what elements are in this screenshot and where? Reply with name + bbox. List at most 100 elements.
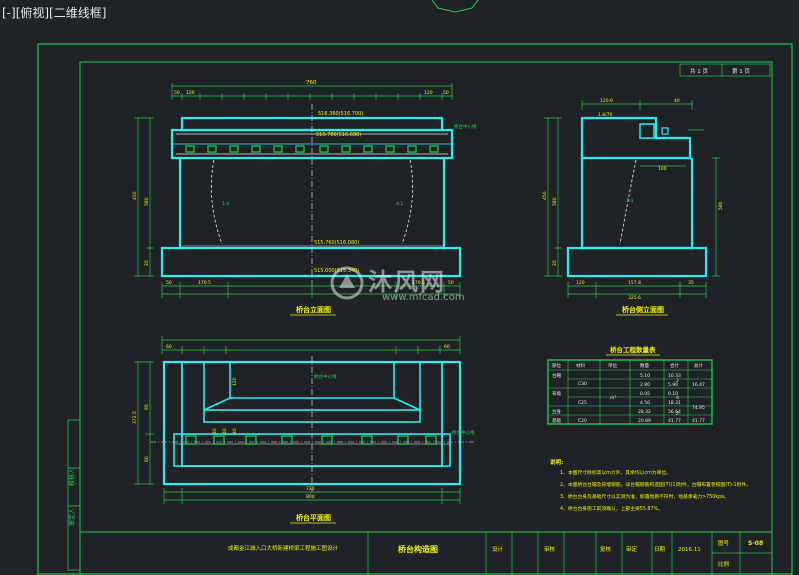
- front-slope-left: 1:4: [222, 201, 229, 207]
- plan-inner-dim-1: 40: [212, 428, 218, 434]
- front-bottom-dim-7: 170.5: [412, 280, 425, 286]
- front-top-part-12: 50: [443, 90, 449, 96]
- td-3-1: C25: [578, 400, 587, 406]
- quantity-table[interactable]: 桥台工程数量表 部位 材料 单位 数量 合计 总计 台帽 C30 5.10 10…: [547, 345, 713, 425]
- side-cap: [580, 116, 692, 160]
- front-top-part-1: 120: [186, 90, 195, 96]
- tb-cell-6: 图号: [718, 539, 730, 547]
- td-5-0: 基础: [552, 417, 561, 424]
- td-5-5: 41.77: [668, 418, 681, 424]
- front-elev3: 515.760(516.080): [314, 240, 359, 246]
- front-left-dim-0: 450: [132, 191, 138, 200]
- th-5: 总计: [694, 362, 703, 369]
- td-4-3: 28.32: [638, 409, 651, 415]
- sheet-number-box: 共 1 页 第 1 页: [679, 63, 771, 77]
- plan-center-label: 桥台中心线: [314, 373, 337, 380]
- side-bottom-total: 325.6: [628, 295, 641, 301]
- subtotal-1: 74.95: [692, 405, 705, 411]
- td-5-4: 2: [676, 411, 679, 417]
- tb-cell-7: S-08: [748, 540, 763, 547]
- front-slope-right: 4:1: [396, 201, 403, 207]
- side-bottom-dim-2: 35: [688, 280, 694, 286]
- plan-bearing-pads: [185, 435, 437, 445]
- td-3-5: 18.31: [668, 400, 681, 406]
- side-bottom-dim-0: 120: [576, 280, 585, 286]
- note-3: 3、桥台台身及基础尺寸以实测为准，如遇地质不符时，地基承载力>750kpa。: [560, 493, 729, 500]
- front-elev4: 515.000(515.340): [314, 268, 359, 274]
- plan-top-part-12: 60: [444, 344, 450, 350]
- plan-inner-dim-0: 120: [232, 377, 238, 386]
- page-number: 第 1 页: [732, 67, 750, 75]
- tb-cell-0: 设计: [492, 545, 504, 553]
- note-2: 2、本图桥台台帽及背墙钢筋，详台帽钢筋构造图(T)(1)附件，台帽布置参照图(T…: [560, 481, 751, 488]
- side-inner-dim: 100: [658, 166, 667, 172]
- front-footing: [160, 246, 462, 278]
- front-view-title: 桥台立面图: [296, 305, 331, 314]
- front-bottom-dim-8: 50: [448, 280, 454, 286]
- tb-cell-8: 比例: [718, 560, 730, 568]
- plan-view-title: 桥台平面图: [296, 513, 331, 522]
- plan-left-dim-0: 372.5: [132, 411, 138, 424]
- tb-cell-1: 审核: [544, 545, 556, 553]
- note-4: 4、桥台台身施工前须确认，上部主梁55.87%。: [560, 505, 663, 512]
- th-1: 材料: [576, 362, 585, 369]
- side-left-dim-2: 20: [552, 260, 558, 266]
- th-4: 合计: [670, 362, 679, 369]
- td-0-1: C30: [578, 381, 587, 387]
- td-2-0: 背墙: [552, 390, 561, 397]
- subtotal-2: 41.77: [692, 418, 705, 424]
- td-1-3: 2.80: [640, 382, 650, 388]
- tb-cell-3: 审定: [626, 545, 638, 553]
- th-2: 单位: [608, 362, 617, 369]
- side-bottom-dim-1: 157.8: [628, 280, 641, 286]
- front-top-part-0: 50: [174, 90, 180, 96]
- front-left-dim-1: 580: [144, 197, 150, 206]
- plan-inner-dim-2: 40: [222, 428, 228, 434]
- plan-bottom-total: 800: [306, 494, 315, 500]
- td-0-2: m³: [610, 395, 616, 401]
- viewport-label[interactable]: [-][俯视][二维线框]: [2, 6, 107, 20]
- td-3-4: 4: [676, 395, 679, 401]
- note-1: 1、本图尺寸除标高以m计外，其余均以cm为单位。: [560, 469, 671, 476]
- side-view-title: 桥台侧立面图: [622, 305, 664, 314]
- plan-top-part-0: 60: [166, 344, 172, 350]
- side-label-1: 校核人: [68, 468, 76, 486]
- subtotal-0: 16.47: [692, 382, 705, 388]
- side-view[interactable]: 120.6 40 1.8/70 100 1:4 450 580 20 580 1…: [542, 98, 724, 316]
- front-bottom-dim-1: 170.5: [198, 280, 211, 286]
- td-4-5: 56.64: [668, 409, 681, 415]
- td-0-0: 台帽: [552, 372, 561, 379]
- table-title: 桥台工程数量表: [610, 345, 656, 354]
- td-5-1: C20: [578, 418, 587, 424]
- td-1-5: 5.90: [668, 382, 678, 388]
- notes-block: 说明: 1、本图尺寸除标高以m计外，其余均以cm为单位。 2、本图桥台台帽及背墙…: [550, 458, 751, 512]
- th-3: 数量: [640, 362, 649, 369]
- tb-cell-4: 日期: [654, 546, 666, 553]
- project-name: 成都金江城入口大桥新建桥梁工程施工图设计: [228, 544, 339, 552]
- front-bottom-dim-0: 50: [166, 280, 172, 286]
- front-view[interactable]: 760 50 120 120 50 516.360(516.7: [132, 80, 477, 316]
- plan-inner-dim-3: 40: [232, 428, 238, 434]
- front-top-dim: 760: [306, 80, 317, 86]
- side-left-dim-0: 450: [542, 191, 548, 200]
- title-block[interactable]: 成都金江城入口大桥新建桥梁工程施工图设计 桥台构造图 设计 审核 复核 审定 日…: [79, 531, 773, 575]
- td-5-3: 20.89: [638, 418, 651, 424]
- side-right-dim: 580: [718, 201, 724, 210]
- side-top-label: 1.8/70: [598, 112, 613, 118]
- td-3-3: 4.50: [640, 400, 650, 406]
- notes-heading: 说明:: [550, 458, 563, 466]
- front-top-part-11: 120: [424, 90, 433, 96]
- plan-view[interactable]: 60 60 桥台中心线 桥台中心线 120 40 40 40 372.5 95 …: [132, 336, 475, 524]
- plan-bottom-dim: 720: [306, 486, 315, 492]
- front-left-dim-2: 20: [144, 260, 150, 266]
- plan-left-dim-1: 95: [144, 404, 150, 410]
- side-top-dim-2: 40: [674, 98, 680, 104]
- front-elev1: 516.360(516.700): [318, 111, 363, 117]
- viewcube-compass[interactable]: [431, 0, 479, 13]
- front-bearing-pads: [185, 145, 439, 153]
- tb-cell-2: 复核: [600, 545, 612, 553]
- side-top-dim-0: 120.6: [600, 98, 613, 104]
- tb-cell-5: 2016.11: [678, 547, 701, 553]
- drawing-name: 桥台构造图: [398, 544, 438, 554]
